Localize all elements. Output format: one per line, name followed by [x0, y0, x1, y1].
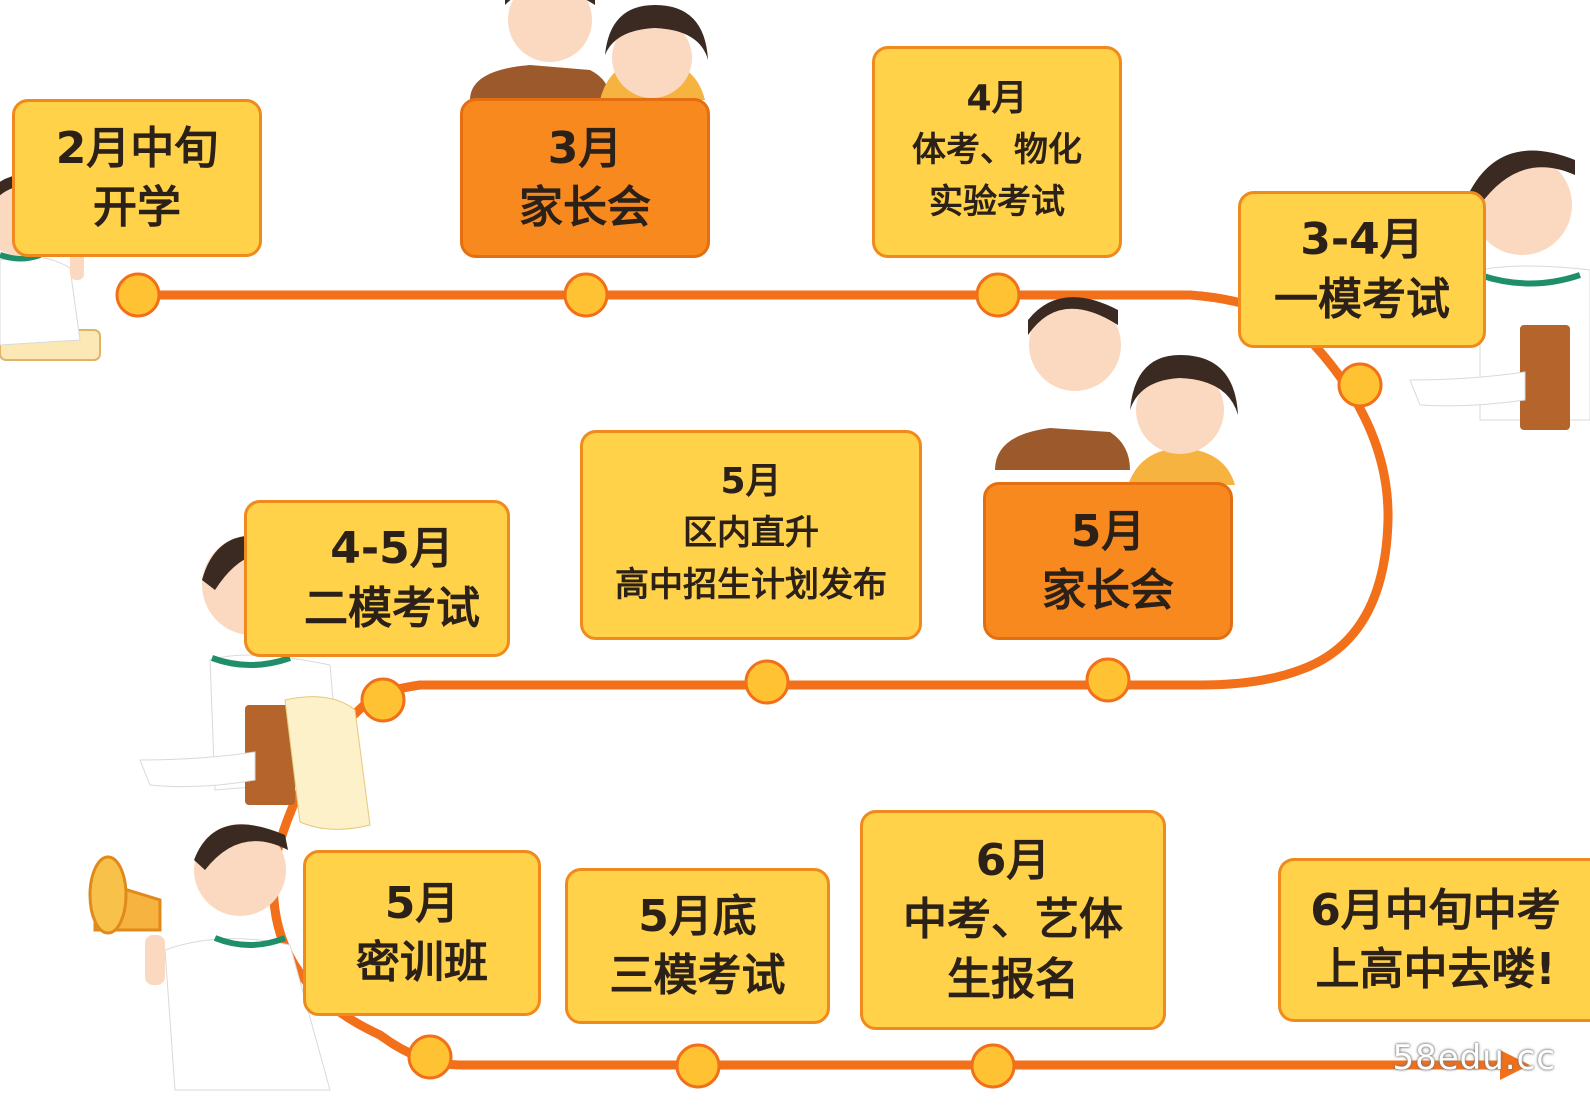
parents-illustration: [470, 0, 708, 100]
timeline-dot: [970, 1043, 1016, 1089]
timeline-dot: [360, 677, 406, 723]
milestone-event: 密训班: [356, 937, 488, 988]
milestone-date: 3-4月: [1300, 214, 1424, 266]
timeline-dot: [744, 659, 790, 705]
timeline-dot: [1085, 657, 1131, 703]
milestone-card-april-pe-exam: 4月 体考、物化 实验考试: [872, 46, 1122, 258]
milestone-event-detail: 生报名: [947, 953, 1079, 1005]
milestone-card-feb-school-start: 2月中旬 开学: [12, 99, 262, 257]
milestone-event-detail: 实验考试: [929, 182, 1065, 223]
milestone-event: 一模考试: [1274, 273, 1450, 325]
milestone-date: 6月: [975, 834, 1051, 886]
milestone-event: 上高中去喽!: [1315, 944, 1556, 995]
milestone-event: 中考、艺体: [903, 894, 1123, 946]
timeline-dot: [1337, 362, 1383, 408]
milestone-event: 家长会: [519, 182, 651, 233]
milestone-card-exam-registration: 6月 中考、艺体 生报名: [860, 810, 1166, 1030]
timeline-dot: [975, 272, 1021, 318]
timeline-dot: [563, 272, 609, 318]
milestone-date: 2月中旬: [55, 122, 219, 174]
milestone-event-detail: 高中招生计划发布: [615, 565, 887, 606]
milestone-date: 4月: [966, 78, 1028, 120]
milestone-card-intensive-class: 5月 密训班: [303, 850, 541, 1016]
milestone-card-may-parent-meeting: 5月 家长会: [983, 482, 1233, 640]
timeline-dot: [407, 1034, 453, 1080]
milestone-event: 三模考试: [609, 950, 786, 1001]
milestone-card-final-exam: 6月中旬中考 上高中去喽!: [1278, 858, 1590, 1022]
milestone-date: 3月: [547, 122, 623, 174]
milestone-card-third-mock-exam: 5月底 三模考试: [565, 868, 830, 1024]
arrow-head-icon: [1500, 1050, 1530, 1080]
milestone-event: 区内直升: [683, 512, 819, 553]
milestone-card-march-parent-meeting: 3月 家长会: [460, 98, 710, 258]
milestone-date: 5月: [1070, 505, 1146, 557]
milestone-card-second-mock-exam: 4-5月 二模考试: [244, 500, 510, 657]
milestone-date: 6月中旬中考: [1310, 884, 1561, 936]
milestone-date: 5月: [720, 461, 782, 503]
watermark: 58edu.cc: [1392, 1038, 1556, 1078]
milestone-card-first-mock-exam: 3-4月 一模考试: [1238, 191, 1486, 348]
milestone-event: 开学: [93, 182, 181, 233]
milestone-event: 二模考试: [304, 582, 480, 634]
milestone-event: 家长会: [1042, 565, 1174, 616]
student-holding-book-illustration: [1409, 150, 1590, 430]
milestone-card-enrollment-plan: 5月 区内直升 高中招生计划发布: [580, 430, 922, 640]
parents-illustration: [995, 297, 1238, 485]
milestone-date: 4-5月: [330, 523, 454, 575]
timeline-dot: [675, 1043, 721, 1089]
milestone-event: 体考、物化: [912, 129, 1082, 170]
milestone-date: 5月底: [638, 890, 757, 942]
timeline-dot: [115, 272, 161, 318]
student-megaphone-illustration: [88, 824, 331, 1091]
milestone-date: 5月: [384, 877, 460, 929]
